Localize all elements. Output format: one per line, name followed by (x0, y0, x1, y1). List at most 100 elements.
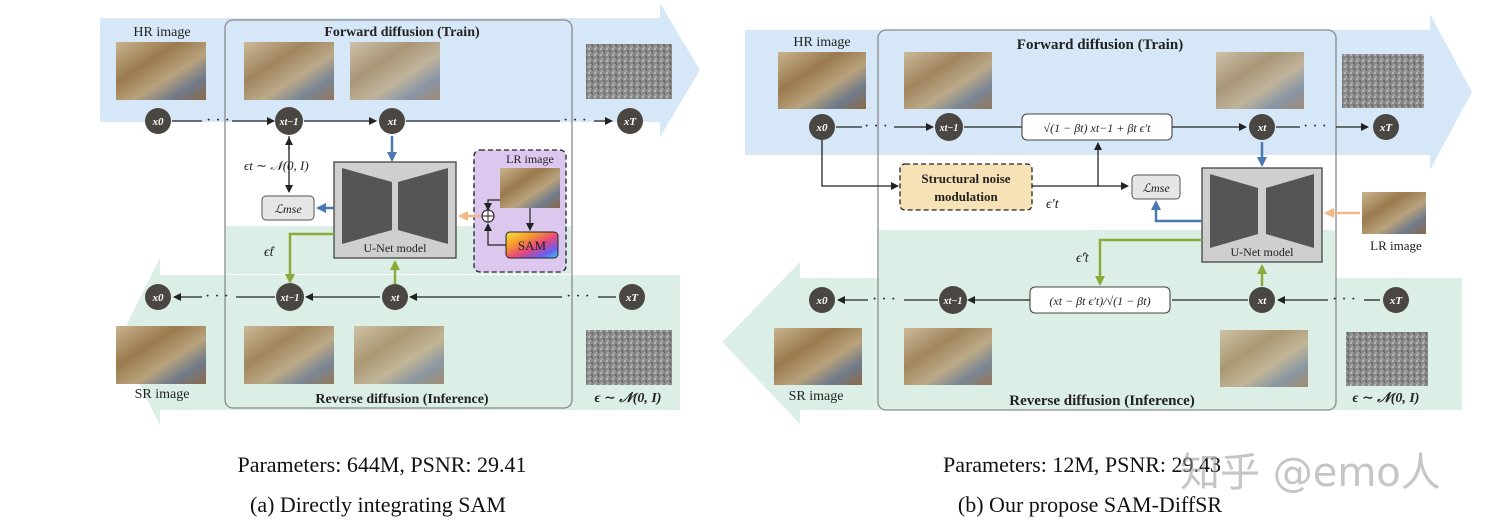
right-node-x0-rev: x0 (809, 287, 835, 313)
left-forward-title: Forward diffusion (Train) (324, 25, 480, 40)
right-loss-label: ℒmse (1142, 181, 1170, 195)
svg-text:xT: xT (1379, 122, 1394, 134)
right-fwd-dots-2: · · · (1303, 118, 1327, 135)
left-sam-label: SAM (518, 238, 547, 253)
right-fwd-image-1 (904, 52, 992, 109)
svg-text:U-Net model: U-Net model (1231, 245, 1295, 259)
right-lr-image (1362, 192, 1426, 234)
left-fwd-image-2 (350, 42, 440, 100)
left-lr-to-plus (484, 199, 500, 211)
left-rev-dots-2: · · · (205, 288, 229, 305)
left-sr-label: SR image (135, 387, 190, 402)
left-hr-label: HR image (133, 25, 190, 40)
left-fwd-dots-2: · · · (563, 112, 587, 129)
right-noise-label: ϵ ∼ 𝒩(0, I) (1353, 391, 1420, 406)
svg-text:xT: xT (623, 116, 638, 128)
right-unet-eps-hat (1095, 238, 1202, 286)
left-rev-image-1 (244, 326, 334, 384)
left-node-x0-rev: x0 (145, 284, 171, 310)
svg-text:xt: xt (1257, 122, 1268, 134)
right-panel: Forward diffusion (Train) Reverse diffus… (722, 14, 1472, 424)
left-node-xt1-fwd: xt−1 (275, 107, 303, 135)
left-eps-label: ϵt ∼ 𝒩(0, I) (244, 158, 309, 173)
right-fwd-noise-image (1342, 54, 1424, 108)
left-node-xT-fwd: xT (617, 108, 643, 134)
left-node-xt-rev: xt (382, 284, 408, 310)
left-unet-eps-hat (285, 232, 334, 284)
right-eps-prime-label: ϵ′t (1046, 197, 1060, 212)
right-noise-mod-box (899, 163, 1033, 211)
left-node-xt-fwd: xt (379, 108, 405, 134)
right-node-x0-fwd: x0 (809, 114, 835, 140)
svg-text:xt−1: xt−1 (939, 123, 959, 134)
right-rev-dots-2: · · · (872, 291, 896, 308)
right-fwd-dots-1: · · · (864, 118, 888, 135)
left-eps-hat-label: ϵ̂t (264, 245, 276, 260)
left-node-xT-rev: xT (619, 284, 645, 310)
svg-text:U-Net model: U-Net model (364, 241, 428, 255)
right-eps-hat-label: ϵ̂′t (1076, 251, 1090, 266)
svg-text:xt: xt (387, 116, 398, 128)
right-node-xt-rev: xt (1249, 287, 1275, 313)
left-node-xt1-rev: xt−1 (276, 283, 304, 311)
right-x0-to-noise-mod (821, 140, 899, 190)
left-plus-icon (481, 209, 495, 223)
right-noise-mod-line1: Structural noise (921, 171, 1010, 186)
left-fwd-noise-image (586, 44, 672, 99)
left-lr-label: LR image (506, 152, 554, 166)
right-noise-mod-line2: modulation (934, 189, 998, 204)
left-sam-to-plus (484, 223, 506, 246)
left-hr-image (116, 42, 206, 100)
svg-text:xt: xt (1257, 295, 1268, 307)
left-caption-params: Parameters: 644M, PSNR: 29.41 (237, 452, 527, 477)
right-forward-title: Forward diffusion (Train) (1017, 37, 1183, 53)
right-hr-label: HR image (793, 35, 850, 50)
right-unet-to-loss (1151, 200, 1202, 223)
right-train-frame (877, 29, 1337, 411)
right-fwd-image-2 (1216, 52, 1304, 109)
svg-text:x0: x0 (816, 295, 829, 307)
left-node-x0-fwd: x0 (145, 108, 171, 134)
svg-text:xT: xT (1389, 295, 1404, 307)
watermark: 知乎 @emo人 (1180, 450, 1441, 496)
left-rev-image-2 (354, 326, 444, 384)
left-fwd-image-1 (244, 42, 334, 100)
right-rev-image-1 (904, 328, 992, 385)
svg-text:x0: x0 (152, 292, 165, 304)
right-rev-image-2 (1220, 330, 1308, 387)
right-rev-dots-1: · · · (1332, 291, 1356, 308)
right-forward-formula: √(1 − βt) xt−1 + βt ϵ′t (1044, 121, 1152, 135)
left-lr-image (500, 168, 560, 208)
left-rev-noise-image (586, 330, 672, 385)
right-caption-params: Parameters: 12M, PSNR: 29.43 (942, 452, 1222, 477)
left-fwd-dots-1: · · · (206, 112, 230, 129)
right-sr-image (774, 328, 862, 385)
right-node-xT-rev: xT (1383, 287, 1409, 313)
svg-text:xT: xT (625, 292, 640, 304)
left-loss-box (261, 195, 315, 221)
right-node-xt1-fwd: xt−1 (935, 113, 963, 141)
right-hr-image (778, 52, 866, 109)
svg-text:xt−1: xt−1 (279, 117, 299, 128)
right-reverse-title: Reverse diffusion (Inference) (1009, 393, 1195, 409)
svg-text:x0: x0 (816, 122, 829, 134)
right-node-xt-fwd: xt (1249, 114, 1275, 140)
right-loss-box (1131, 174, 1181, 200)
svg-text:xt−1: xt−1 (280, 293, 300, 304)
right-node-xt1-rev: xt−1 (939, 286, 967, 314)
left-train-frame (224, 19, 573, 409)
right-sr-label: SR image (789, 389, 844, 404)
right-caption-title: (b) Our propose SAM-DiffSR (957, 492, 1223, 517)
right-lr-label: LR image (1370, 238, 1422, 253)
left-caption-title: (a) Directly integrating SAM (250, 492, 506, 517)
right-reverse-formula: (xt − βt ϵ′t)/√(1 − βt) (1049, 294, 1150, 308)
right-rev-noise-image (1346, 332, 1428, 386)
left-reverse-title: Reverse diffusion (Inference) (315, 392, 488, 407)
left-noise-label: ϵ ∼ 𝒩(0, I) (595, 391, 662, 406)
right-node-xT-fwd: xT (1373, 114, 1399, 140)
left-sr-image (116, 326, 206, 384)
left-loss-label: ℒmse (274, 202, 302, 216)
right-unet-block: U-Net model (1201, 167, 1323, 263)
left-rev-dots-1: · · · (566, 288, 590, 305)
